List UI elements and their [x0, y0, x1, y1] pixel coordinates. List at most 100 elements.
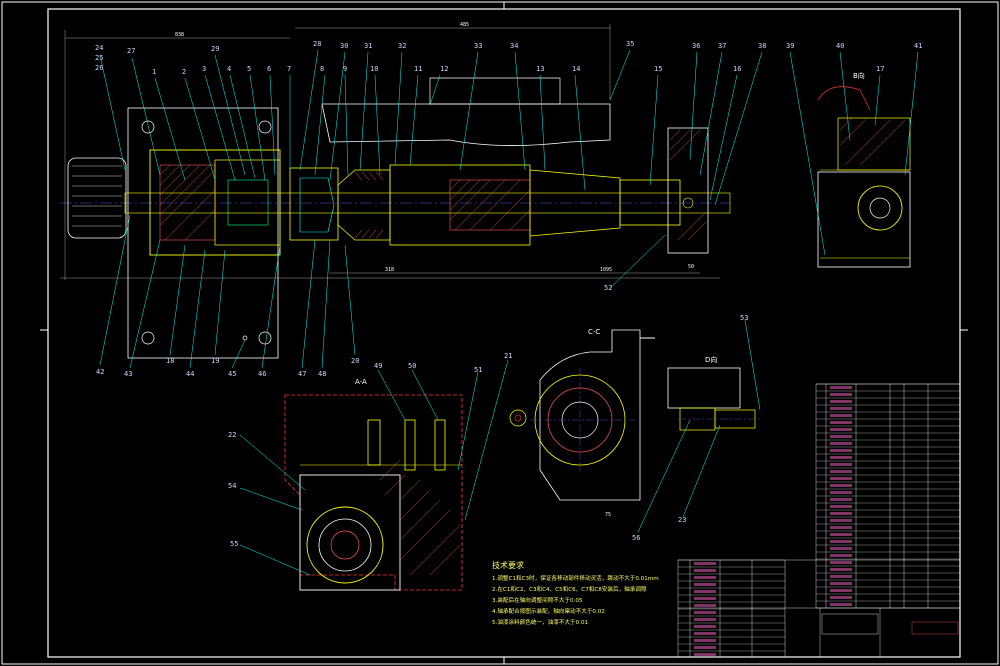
svg-text:46: 46 [258, 370, 266, 378]
tech-requirements: 技术要求 1.调整C1和C3时，保证各移动部件移动灵活，跳动不大于0.01mm … [492, 560, 659, 626]
title-block-rows [678, 559, 785, 656]
svg-text:20: 20 [351, 357, 359, 365]
svg-text:12: 12 [440, 65, 448, 73]
svg-text:24: 24 [95, 44, 103, 52]
svg-text:21: 21 [504, 352, 512, 360]
tech-requirements-title: 技术要求 [492, 560, 524, 570]
svg-text:4: 4 [227, 65, 231, 73]
svg-text:17: 17 [876, 65, 884, 73]
bom-cell-text [830, 456, 852, 459]
bom-cell-text [830, 526, 852, 529]
svg-text:22: 22 [228, 431, 236, 439]
tech-req-line: 4.轴承配合按图示装配，轴向窜动不大于0.02 [492, 607, 605, 615]
svg-text:56: 56 [632, 534, 640, 542]
bom-cell-text [830, 449, 852, 452]
svg-text:39: 39 [786, 42, 794, 50]
title-block-cell-text [694, 639, 716, 642]
base-plate [127, 107, 279, 359]
svg-text:9: 9 [343, 65, 347, 73]
title-block-cell-text [694, 569, 716, 572]
svg-text:55: 55 [230, 540, 238, 548]
bom-cell-text [830, 386, 852, 389]
side-view-b: B向 [817, 71, 911, 268]
title-block-cell-text [694, 646, 716, 649]
svg-text:75: 75 [605, 512, 611, 518]
inner-frame [47, 8, 961, 658]
bom-cell-text [830, 484, 852, 487]
bom-cell-text [830, 603, 852, 606]
svg-text:485: 485 [460, 22, 469, 28]
bom-cell-text [830, 561, 852, 564]
bom-cell-text [830, 519, 852, 522]
title-block-cell-text [694, 632, 716, 635]
svg-text:54: 54 [228, 482, 236, 490]
bom-cell-text [830, 582, 852, 585]
a-a-label: A-A [355, 378, 367, 386]
bom-cell-text [830, 575, 852, 578]
d-view: D向 [667, 355, 760, 431]
bom-cell-text [830, 463, 852, 466]
svg-text:42: 42 [96, 368, 104, 376]
svg-text:11: 11 [414, 65, 422, 73]
tech-req-line: 1.调整C1和C3时，保证各移动部件移动灵活，跳动不大于0.01mm [492, 574, 659, 582]
section-a-a: A-A [284, 378, 463, 591]
bom-rows [816, 383, 960, 606]
svg-text:7: 7 [287, 65, 291, 73]
svg-text:25: 25 [95, 54, 103, 62]
svg-text:49: 49 [374, 362, 382, 370]
bom-cell-text [830, 554, 852, 557]
bom-cell-text [830, 491, 852, 494]
svg-text:5: 5 [247, 65, 251, 73]
title-block-cell-text [694, 625, 716, 628]
svg-text:43: 43 [124, 370, 132, 378]
svg-text:31: 31 [364, 42, 372, 50]
svg-text:53: 53 [740, 314, 748, 322]
bom-cell-text [830, 407, 852, 410]
tech-req-line: 2.在C1和C2、C3和C4、C5和C6、C7和C8安装后，轴承调隙 [492, 585, 647, 593]
b-view-label: B向 [853, 71, 865, 80]
svg-text:6: 6 [267, 65, 271, 73]
title-block-cell-text [694, 653, 716, 656]
svg-text:34: 34 [510, 42, 518, 50]
bom-cell-text [830, 547, 852, 550]
bom-cell-text [830, 400, 852, 403]
svg-text:32: 32 [398, 42, 406, 50]
svg-text:47: 47 [298, 370, 306, 378]
leader-lines [99, 49, 919, 576]
tech-req-line: 5.油漆涂料颜色统一，油漆不大于0.01 [492, 618, 589, 626]
title-block-cell-text [694, 590, 716, 593]
svg-text:52: 52 [604, 284, 612, 292]
svg-text:1095: 1095 [600, 267, 612, 273]
bom-cell-text [830, 414, 852, 417]
svg-text:44: 44 [186, 370, 194, 378]
svg-text:29: 29 [211, 45, 219, 53]
d-view-label: D向 [705, 355, 717, 364]
svg-text:8: 8 [320, 65, 324, 73]
svg-text:48: 48 [318, 370, 326, 378]
svg-text:26: 26 [95, 64, 103, 72]
bom-cell-text [830, 442, 852, 445]
svg-text:27: 27 [127, 47, 135, 55]
title-block-cell-text [694, 583, 716, 586]
svg-text:838: 838 [175, 32, 184, 38]
svg-text:41: 41 [914, 42, 922, 50]
svg-text:14: 14 [572, 65, 580, 73]
title-block [677, 559, 961, 658]
svg-text:19: 19 [211, 357, 219, 365]
svg-text:23: 23 [678, 516, 686, 524]
svg-text:2: 2 [182, 68, 186, 76]
title-block-cell-text [694, 611, 716, 614]
svg-text:40: 40 [836, 42, 844, 50]
bom-cell-text [830, 421, 852, 424]
svg-text:30: 30 [340, 42, 348, 50]
part-callouts-bottom: 42 43 18 44 19 45 46 47 48 20 49 50 51 2… [96, 284, 748, 548]
svg-text:33: 33 [474, 42, 482, 50]
svg-text:15: 15 [654, 65, 662, 73]
svg-text:50: 50 [408, 362, 416, 370]
svg-text:35: 35 [626, 40, 634, 48]
svg-text:38: 38 [758, 42, 766, 50]
title-block-cell-text [694, 604, 716, 607]
bom-cell-text [830, 533, 852, 536]
svg-text:18: 18 [166, 357, 174, 365]
